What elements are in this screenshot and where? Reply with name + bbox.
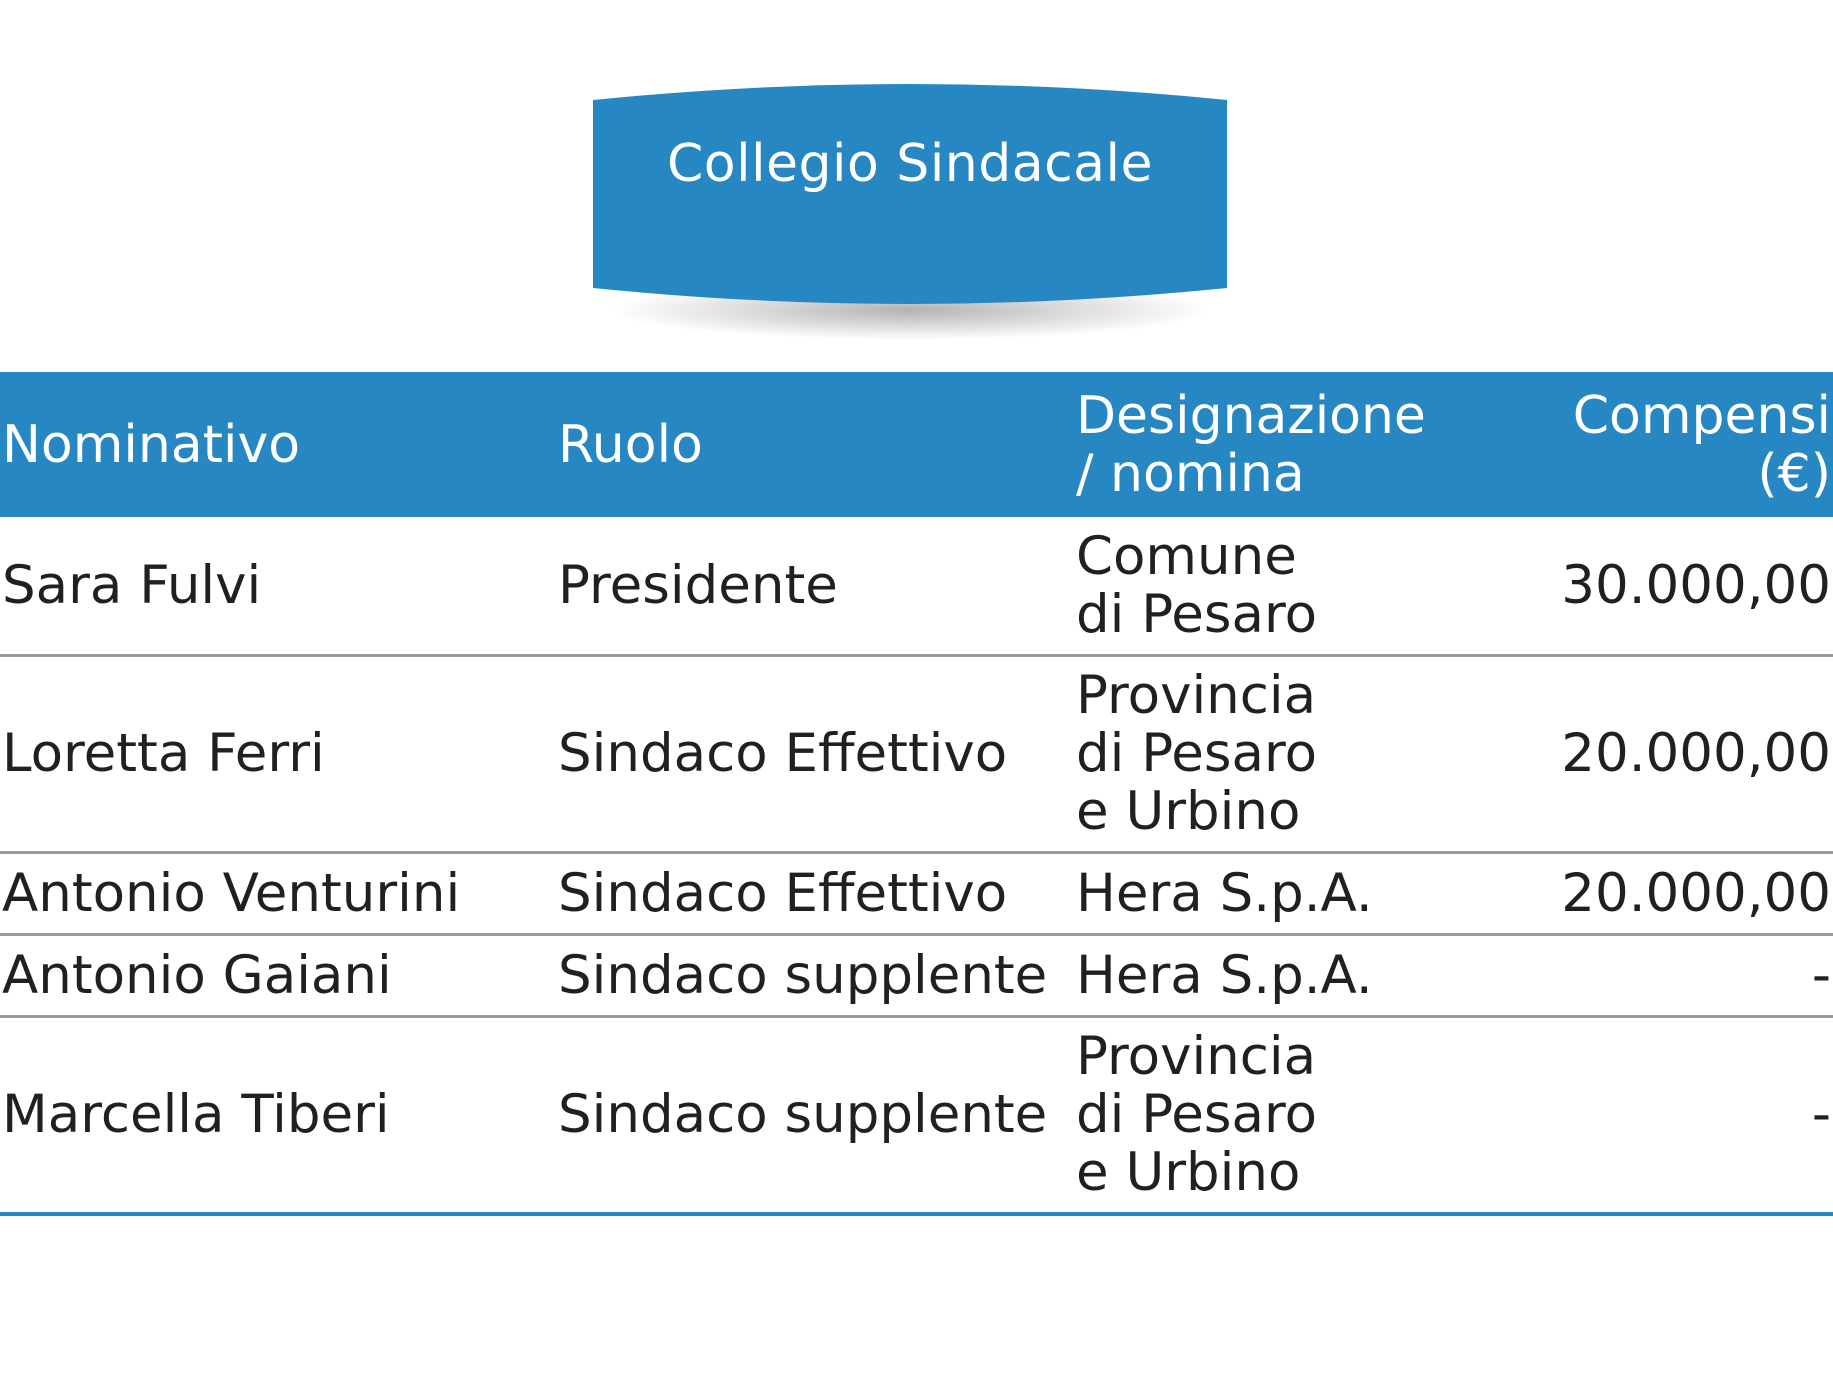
cell-compensation: 20.000,00 <box>1561 723 1831 784</box>
cell-designation: Hera S.p.A. <box>1076 944 1373 1006</box>
header-nominativo: Nominativo <box>2 414 301 475</box>
badge-title: Collegio Sindacale <box>667 134 1153 194</box>
cell-name: Antonio Gaiani <box>2 944 392 1006</box>
board-of-auditors-table: Nominativo Ruolo Designazione / nomina C… <box>0 372 1833 1216</box>
cell-compensation: 30.000,00 <box>1561 554 1831 616</box>
cell-role: Presidente <box>558 554 838 616</box>
title-badge: Collegio Sindacale <box>580 70 1240 360</box>
cell-role: Sindaco supplente <box>558 1084 1048 1145</box>
cell-name: Sara Fulvi <box>2 554 262 616</box>
table-row: Loretta Ferri Sindaco Effettivo Provinci… <box>0 657 1833 854</box>
table-row: Marcella Tiberi Sindaco supplente Provin… <box>0 1018 1833 1216</box>
cell-compensation: - <box>1811 1084 1831 1145</box>
cell-role: Sindaco Effettivo <box>558 862 1008 924</box>
table-row: Antonio Venturini Sindaco Effettivo Hera… <box>0 854 1833 936</box>
table-row: Sara Fulvi Presidente Comune di Pesaro 3… <box>0 517 1833 657</box>
cell-designation: Hera S.p.A. <box>1076 862 1373 924</box>
table-header-row: Nominativo Ruolo Designazione / nomina C… <box>0 372 1833 517</box>
table-row: Antonio Gaiani Sindaco supplente Hera S.… <box>0 936 1833 1018</box>
cell-name: Antonio Venturini <box>2 862 461 924</box>
header-ruolo: Ruolo <box>558 414 703 475</box>
cell-compensation: 20.000,00 <box>1561 862 1831 924</box>
header-designazione: Designazione / nomina <box>1076 385 1426 504</box>
cell-designation: Provincia di Pesaro e Urbino <box>1076 1026 1318 1203</box>
cell-designation: Provincia di Pesaro e Urbino <box>1076 665 1318 842</box>
cell-compensation: - <box>1811 944 1831 1006</box>
cell-role: Sindaco supplente <box>558 944 1048 1006</box>
header-compensi: Compensi (€) <box>1572 385 1831 504</box>
cell-name: Marcella Tiberi <box>2 1084 390 1145</box>
cell-name: Loretta Ferri <box>2 723 325 784</box>
title-badge-shape <box>593 84 1227 340</box>
cell-designation: Comune di Pesaro <box>1076 525 1318 645</box>
cell-role: Sindaco Effettivo <box>558 723 1008 784</box>
